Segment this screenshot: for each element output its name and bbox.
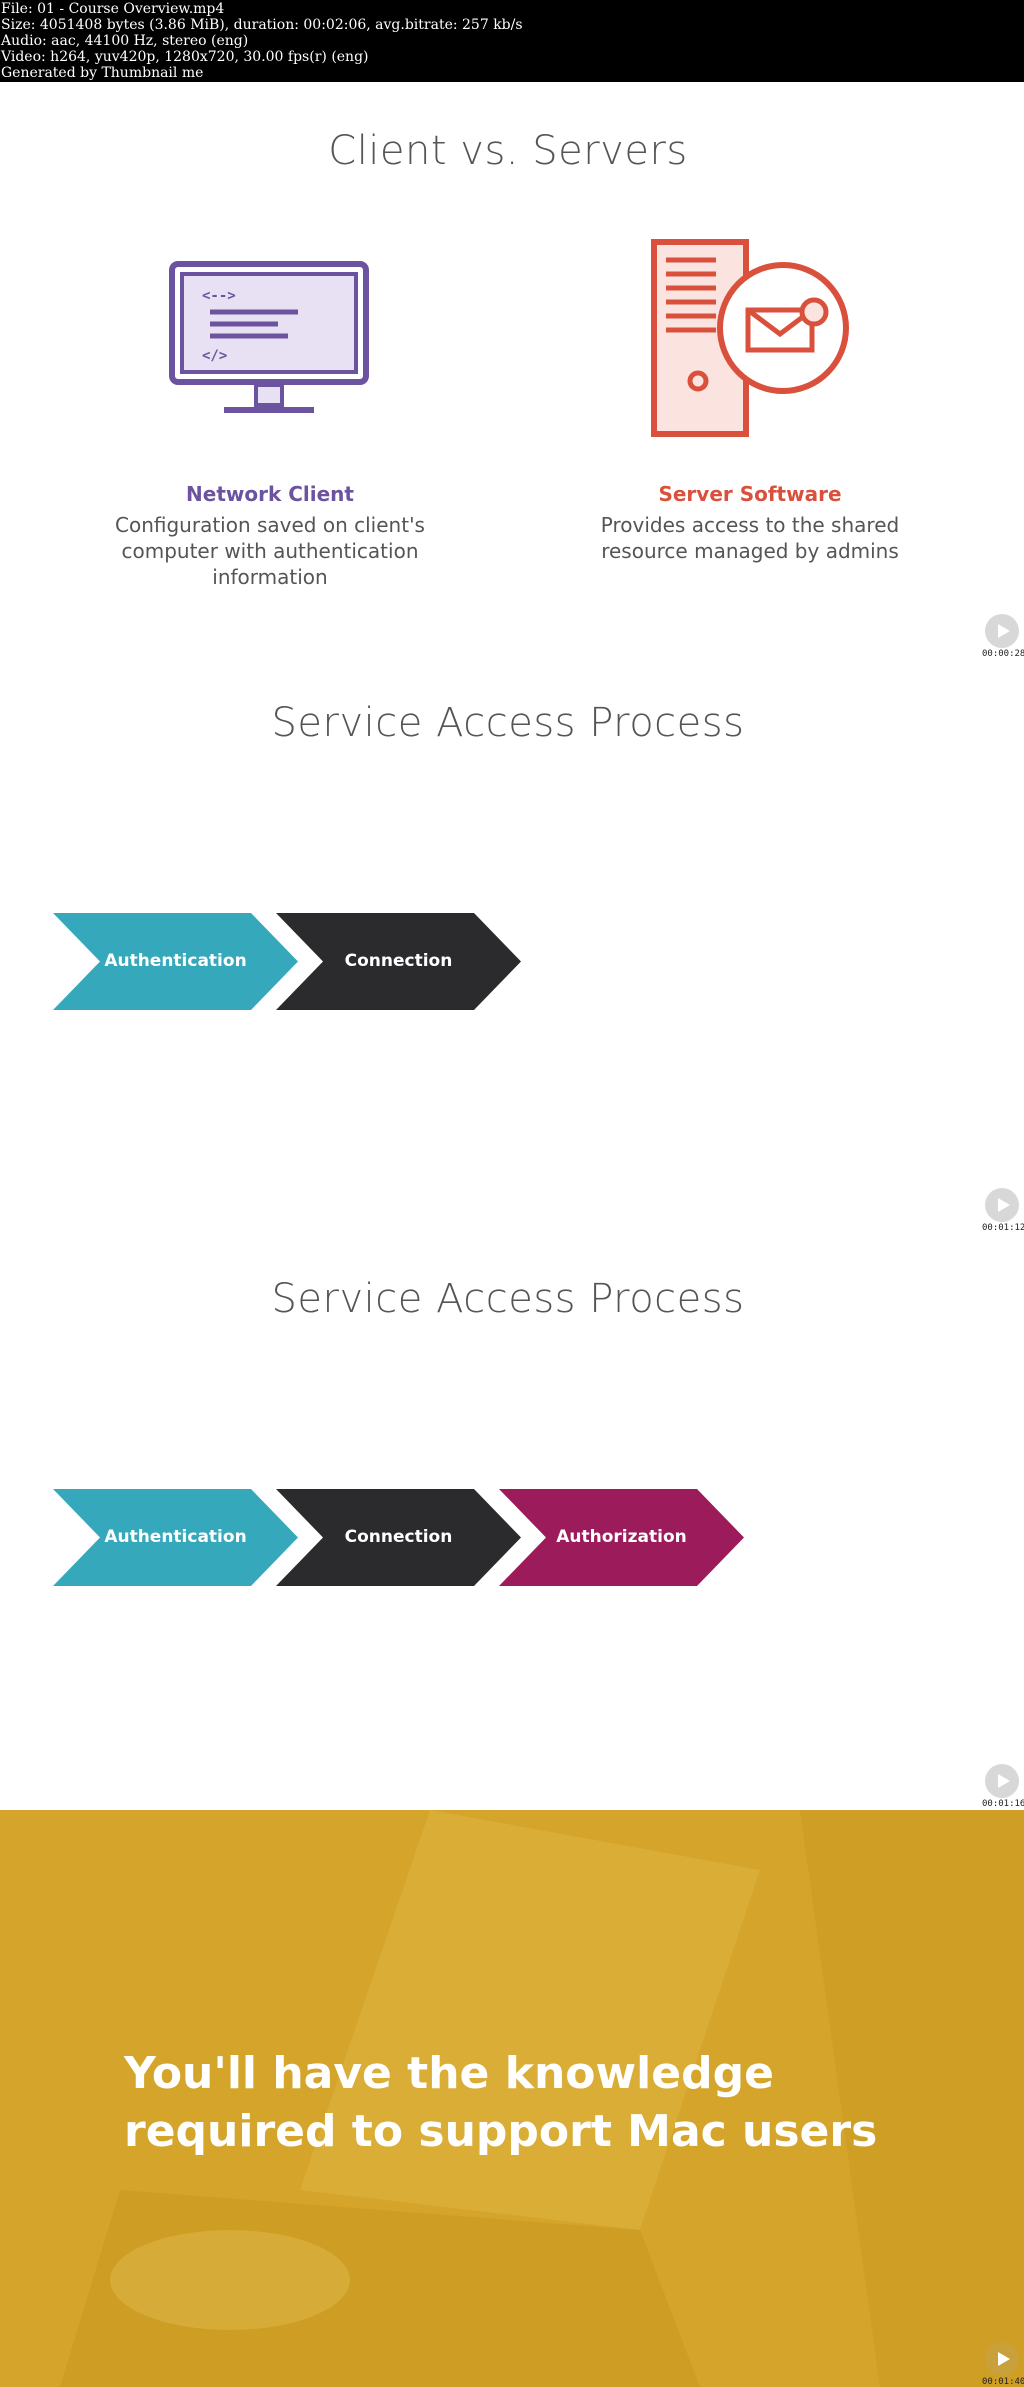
closing-message: You'll have the knowledge required to su…	[124, 2045, 877, 2161]
authorization-chevron	[499, 1489, 744, 1586]
timestamp-text: 00:01:40	[982, 2377, 1024, 2387]
connection-chevron	[276, 913, 521, 1010]
server-software-description: Provides access to the shared resource m…	[600, 513, 900, 563]
connection-label: Connection	[344, 1527, 453, 1547]
server-software-column: Server Software Provides access to the s…	[580, 482, 920, 564]
thumbnail-frame-1: Client vs. Servers <--> </> Network Clie…	[0, 82, 1024, 658]
file-line: File: 01 - Course Overview.mp4	[1, 1, 225, 17]
authentication-label: Authentication	[104, 1527, 247, 1547]
file-info-header: File: 01 - Course Overview.mp4 Size: 405…	[0, 0, 1024, 82]
slide-title: Service Access Process	[271, 1276, 745, 1322]
authentication-chevron	[53, 913, 298, 1010]
thumbnail-frame-4: You'll have the knowledge required to su…	[0, 1810, 1024, 2387]
authorization-label: Authorization	[556, 1527, 687, 1547]
play-icon	[985, 1188, 1019, 1222]
connection-chevron	[276, 1489, 521, 1586]
svg-text:</>: </>	[202, 348, 227, 364]
slide-title: Service Access Process	[271, 700, 745, 746]
network-client-heading: Network Client	[186, 482, 354, 506]
timestamp-badge: 00:01:40	[982, 2342, 1024, 2387]
play-icon	[985, 614, 1019, 648]
monitor-code-icon: <--> </>	[169, 261, 369, 413]
slide-title: Client vs. Servers	[328, 128, 688, 174]
laptop-background-image	[0, 1810, 1024, 2387]
network-client-column: Network Client Configuration saved on cl…	[100, 482, 440, 590]
network-client-description: Configuration saved on client's computer…	[115, 513, 425, 589]
play-icon	[985, 2342, 1019, 2376]
thumbnail-frame-3: Service Access Process Authentication Co…	[0, 1234, 1024, 1810]
video-line: Video: h264, yuv420p, 1280x720, 30.00 fp…	[1, 49, 369, 65]
closing-line-1: You'll have the knowledge	[124, 2048, 774, 2099]
size-line: Size: 4051408 bytes (3.86 MiB), duration…	[1, 17, 523, 33]
server-mail-icon	[651, 239, 849, 437]
closing-line-2: required to support Mac users	[124, 2106, 878, 2157]
server-software-heading: Server Software	[658, 482, 842, 506]
svg-text:<-->: <-->	[202, 288, 236, 304]
timestamp-badge: 00:00:28	[982, 614, 1024, 658]
timestamp-badge: 00:01:12	[982, 1188, 1024, 1233]
authentication-chevron	[53, 1489, 298, 1586]
timestamp-badge: 00:01:16	[982, 1764, 1024, 1809]
play-icon	[985, 1764, 1019, 1798]
timestamp-text: 00:01:12	[982, 1223, 1024, 1233]
authentication-label: Authentication	[104, 951, 247, 971]
timestamp-text: 00:00:28	[982, 649, 1024, 658]
connection-label: Connection	[344, 951, 453, 971]
thumbnail-frame-2: Service Access Process Authentication Co…	[0, 658, 1024, 1234]
generator-line: Generated by Thumbnail me	[1, 65, 204, 81]
audio-line: Audio: aac, 44100 Hz, stereo (eng)	[1, 33, 249, 49]
timestamp-text: 00:01:16	[982, 1799, 1024, 1809]
